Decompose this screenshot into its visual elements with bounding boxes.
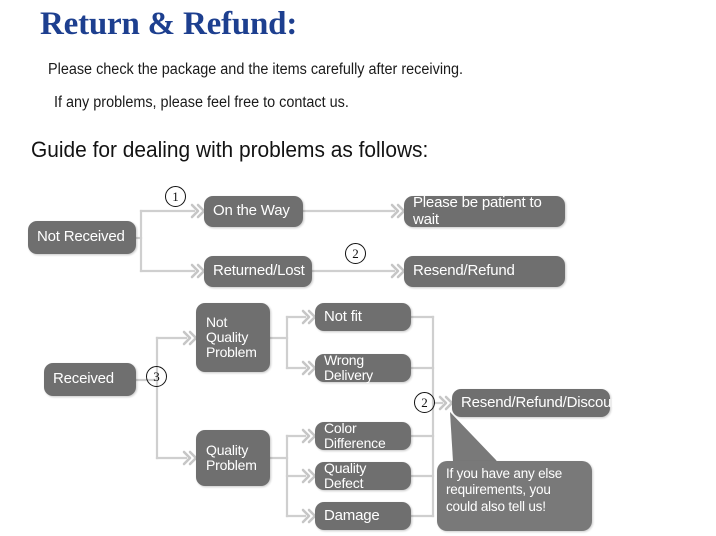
- flow-node-color-difference: Color Difference: [315, 419, 411, 451]
- flow-node-quality-defect: Quality Defect: [315, 459, 411, 491]
- flow-node-quality-problem: Quality Problem: [196, 430, 270, 486]
- flow-node-label: Wrong Delivery: [324, 351, 373, 383]
- guide-heading: Guide for dealing with problems as follo…: [31, 137, 429, 162]
- intro-text-line-2: If any problems, please feel free to con…: [54, 94, 349, 111]
- step-badge-badge-3: 3: [146, 366, 167, 387]
- step-badge-badge-2-top: 2: [345, 243, 366, 264]
- flow-node-label: Not fit: [324, 307, 362, 325]
- flow-node-not-received: Not Received: [28, 221, 136, 254]
- flow-node-resend-refund-discount: Resend/Refund/Discount: [452, 389, 624, 417]
- step-badge-badge-1: 1: [165, 186, 186, 207]
- flow-node-resend-refund: Resend/Refund: [404, 256, 565, 287]
- flow-node-label: Damage: [324, 506, 380, 524]
- page-title: Return & Refund:: [40, 6, 298, 42]
- flow-node-label: Not Received: [37, 228, 125, 246]
- flow-node-label: On the Way: [213, 202, 290, 220]
- flow-node-label: Resend/Refund: [413, 262, 515, 280]
- flow-node-on-the-way: On the Way: [204, 196, 303, 227]
- flow-node-received: Received: [44, 363, 136, 396]
- flow-node-label: Color Difference: [324, 419, 386, 451]
- flow-node-label: Quality Problem: [206, 441, 257, 473]
- flow-node-not-quality-problem: Not Quality Problem: [196, 303, 270, 372]
- callout-note: If you have any else requirements, you c…: [437, 461, 592, 531]
- flow-node-damage: Damage: [315, 502, 411, 530]
- flow-node-not-fit: Not fit: [315, 303, 411, 331]
- flow-node-wrong-delivery: Wrong Delivery: [315, 351, 411, 383]
- flow-node-label: Quality Defect: [324, 459, 367, 491]
- flow-node-label: Not Quality Problem: [206, 313, 257, 361]
- flow-node-returned-lost: Returned/Lost: [204, 256, 312, 287]
- intro-text-line-1: Please check the package and the items c…: [48, 61, 464, 78]
- flow-node-label: Returned/Lost: [213, 262, 305, 280]
- flow-node-label: Received: [53, 370, 114, 388]
- flow-node-label: Resend/Refund/Discount: [461, 393, 624, 411]
- step-badge-badge-2-bottom: 2: [414, 392, 435, 413]
- flow-node-label: Please be patient to wait: [413, 194, 542, 228]
- flow-node-please-be-patient: Please be patient to wait: [404, 194, 565, 228]
